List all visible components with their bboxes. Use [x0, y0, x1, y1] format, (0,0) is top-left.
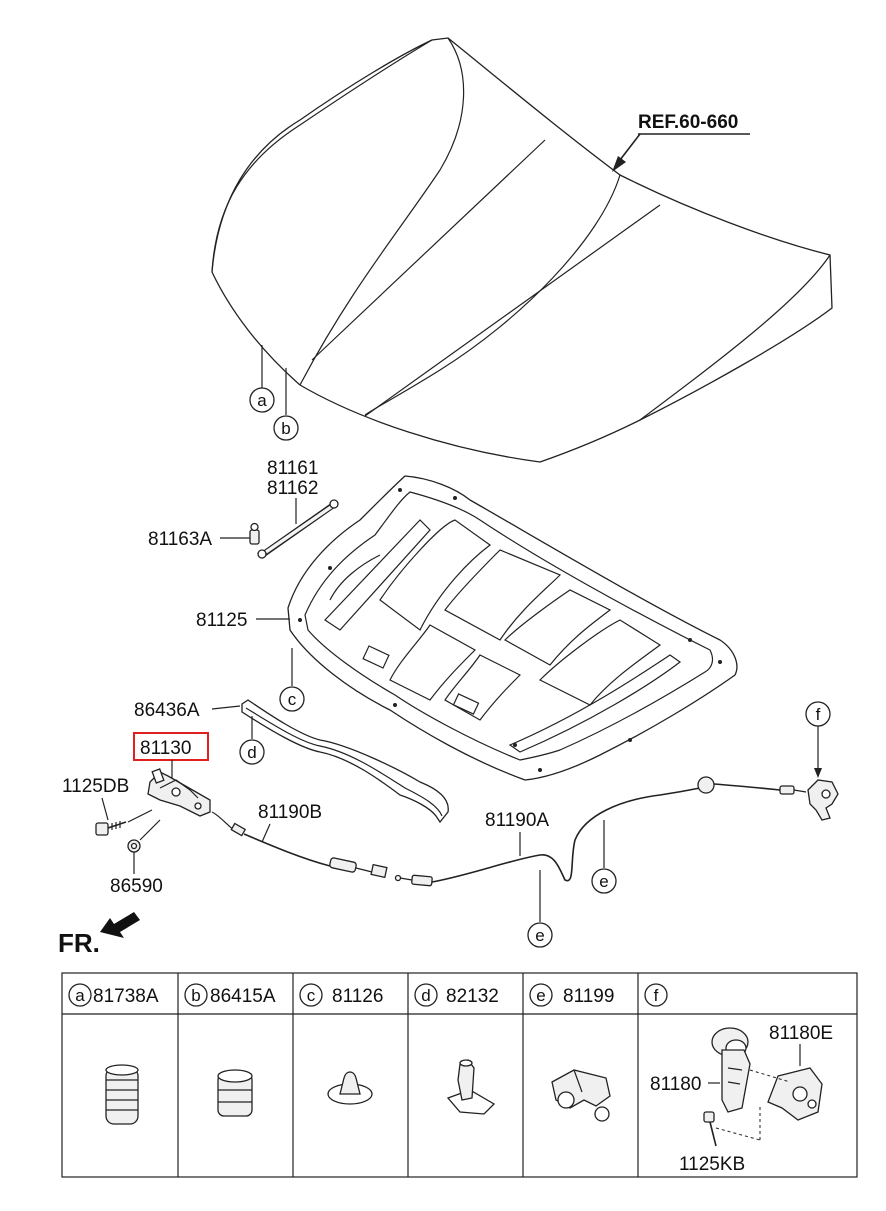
callout-f-letter: f	[816, 705, 821, 724]
hood-insulator-pad	[287, 475, 738, 781]
legend-d-letter: d	[421, 986, 430, 1005]
legend-table: a 81738A b 86415A c 81126 d 82132 e 8119…	[61, 972, 858, 1178]
label-81190B: 81190B	[258, 802, 322, 823]
legend-e-circle	[529, 983, 553, 1007]
front-direction-label: FR.	[58, 928, 100, 958]
legend-f-handle-icon	[711, 1027, 751, 1113]
callout-c-letter: c	[288, 690, 297, 709]
legend-f-bolt-icon	[703, 1111, 717, 1147]
label-86436A: 86436A	[134, 700, 200, 721]
legend-a-part: 81738A	[93, 986, 159, 1007]
callout-d-letter: d	[247, 743, 256, 762]
legend-b-bumper-icon	[217, 1069, 253, 1117]
legend-c-circle	[299, 983, 323, 1007]
legend-a-circle	[68, 983, 92, 1007]
legend-f-81180: 81180	[650, 1074, 701, 1095]
legend-f-81180e: 81180E	[769, 1023, 833, 1044]
bolt-1125db	[95, 821, 127, 836]
callout-e-lower	[527, 922, 553, 948]
label-81190A: 81190A	[485, 810, 549, 831]
callout-c	[279, 686, 305, 712]
label-1125DB: 1125DB	[62, 776, 129, 797]
callout-e-lower-letter: e	[535, 926, 544, 945]
hood-weatherstrip	[241, 699, 449, 824]
legend-f-circle	[644, 983, 668, 1007]
hood-panel	[211, 37, 833, 463]
callout-e-upper	[591, 868, 617, 894]
strut-ball-stud	[249, 522, 260, 545]
release-cable-81190b	[211, 811, 388, 879]
ref-arrow-icon	[612, 156, 626, 172]
legend-f-1125kb: 1125KB	[679, 1154, 745, 1175]
legend-b-part: 86415A	[210, 986, 276, 1007]
label-81130: 81130	[140, 738, 191, 759]
label-81163A: 81163A	[148, 529, 212, 550]
legend-a-letter: a	[75, 986, 85, 1005]
legend-e-letter: e	[536, 986, 545, 1005]
legend-f-letter: f	[654, 986, 659, 1005]
gas-strut	[257, 499, 339, 559]
nut-86590	[127, 839, 141, 853]
legend-a-bumper-icon	[105, 1064, 139, 1125]
label-86590: 86590	[110, 876, 163, 897]
legend-d-circle	[414, 983, 438, 1007]
callout-a-letter: a	[257, 391, 267, 410]
callout-a	[249, 387, 275, 413]
legend-d-part: 82132	[446, 986, 499, 1007]
legend-e-clip-icon	[551, 1069, 611, 1122]
legend-b-circle	[184, 983, 208, 1007]
callout-d	[239, 739, 265, 765]
front-arrow-icon	[100, 912, 140, 938]
legend-b-letter: b	[191, 986, 200, 1005]
legend-c-letter: c	[307, 986, 316, 1005]
label-81125: 81125	[196, 610, 247, 631]
legend-c-clip-icon	[327, 1071, 373, 1105]
label-81161: 81161	[267, 458, 318, 479]
callout-b-letter: b	[281, 419, 290, 438]
ref-label: REF.60-660	[638, 112, 738, 133]
highlight-box-81130	[133, 732, 209, 761]
legend-d-clip-icon	[446, 1059, 496, 1115]
legend-e-part: 81199	[563, 986, 614, 1007]
legend-f-bracket-icon	[767, 1067, 823, 1121]
label-81162: 81162	[267, 478, 318, 499]
callout-e-upper-letter: e	[599, 872, 608, 891]
release-handle	[807, 779, 839, 821]
release-cable-81190a	[394, 776, 807, 887]
legend-c-part: 81126	[332, 986, 383, 1007]
hood-latch	[147, 768, 211, 817]
callout-b	[273, 415, 299, 441]
